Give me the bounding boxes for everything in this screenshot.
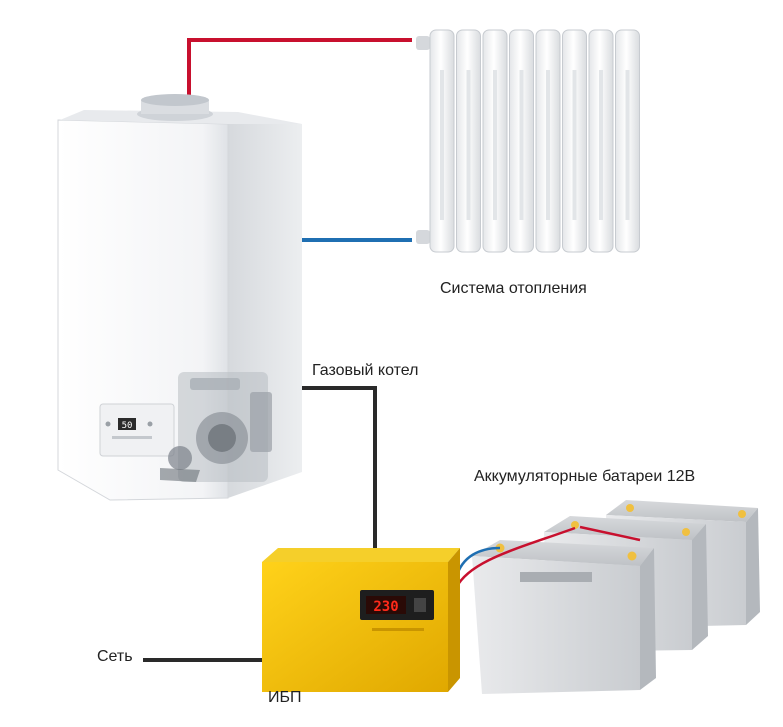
batteries-label: Аккумуляторные батареи 12В xyxy=(474,468,696,485)
radiator-section-groove xyxy=(440,70,444,220)
gas-boiler-icon: 50 xyxy=(57,94,302,501)
gas-boiler-label: Газовый котел xyxy=(312,362,419,379)
ups-icon: 230 xyxy=(262,548,460,692)
boiler-power-cable xyxy=(302,386,377,553)
radiator-section-groove xyxy=(493,70,497,220)
radiator-icon xyxy=(416,29,640,253)
heating-system-label: Система отопления xyxy=(440,280,587,297)
battery-icon xyxy=(454,526,656,694)
radiator-section-groove xyxy=(466,70,471,220)
ups-label: ИБП xyxy=(268,689,302,706)
radiator-section-groove xyxy=(519,70,524,220)
battery-bank xyxy=(454,500,760,694)
boiler-burner-assembly xyxy=(160,372,272,482)
boiler-display: 50 xyxy=(122,421,133,431)
radiator-section-groove xyxy=(546,70,550,220)
radiator-section-groove xyxy=(625,70,630,220)
radiator-section-groove xyxy=(599,70,603,220)
ups-display: 230 xyxy=(373,599,398,615)
grid-label: Сеть xyxy=(97,648,133,665)
supply-pipe xyxy=(187,38,412,110)
radiator-section-groove xyxy=(572,70,577,220)
